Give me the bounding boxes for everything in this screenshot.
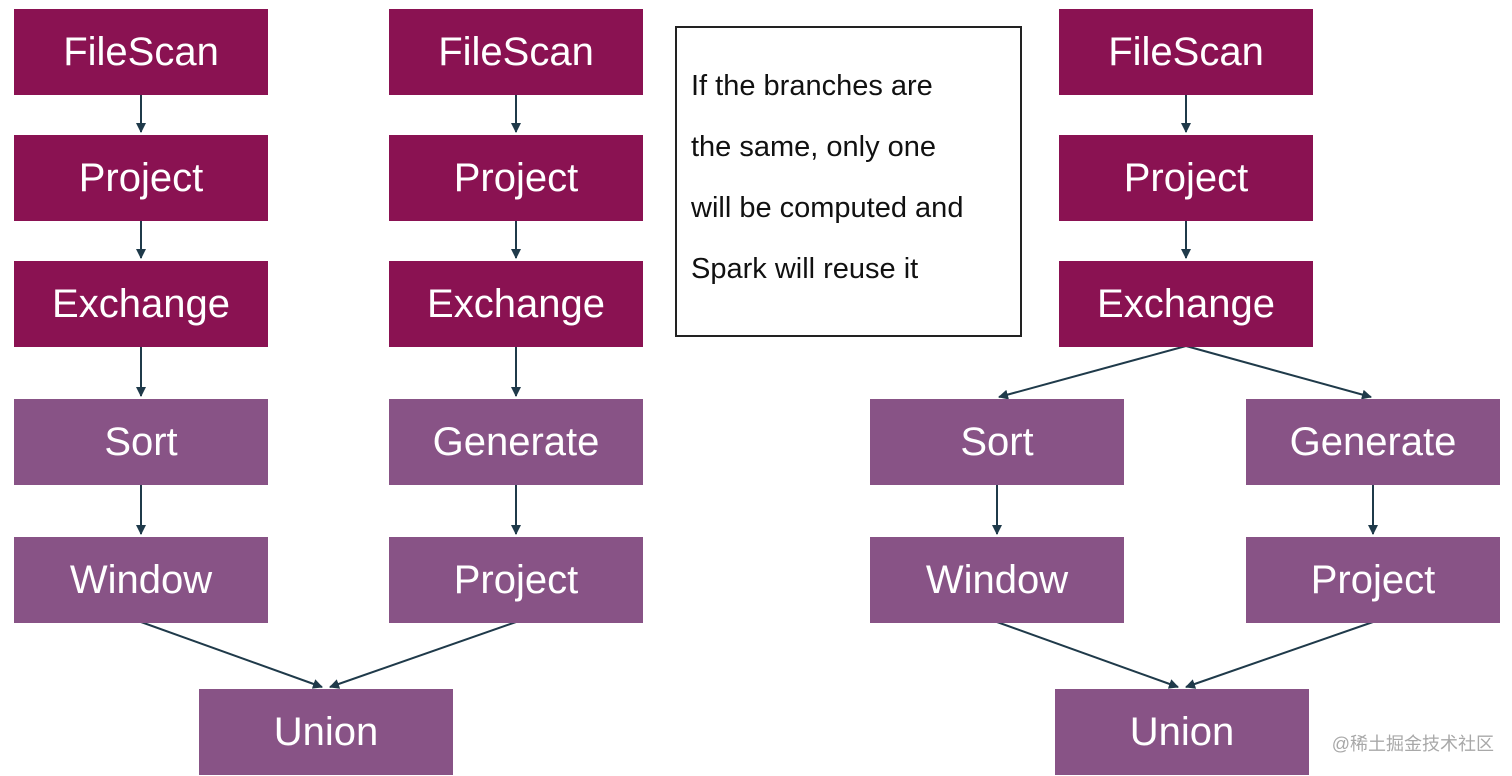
note-line: will be computed and	[691, 192, 964, 224]
right-trunk-exchange-node: Exchange	[1059, 261, 1313, 347]
right-trunk-filescan-node: FileScan	[1059, 9, 1313, 95]
left-branch-a-project-node: Project	[14, 135, 268, 221]
left-branch-a-filescan-node: FileScan	[14, 9, 268, 95]
edge	[996, 621, 1179, 689]
right-branch-b-project-node: Project	[1246, 537, 1500, 623]
left-branch-b-exchange-node: Exchange	[389, 261, 643, 347]
left-branch-b-project-node: Project	[389, 135, 643, 221]
edge	[140, 621, 323, 689]
edge	[1185, 621, 1374, 689]
note-line: If the branches are	[691, 70, 933, 102]
note-line: the same, only one	[691, 131, 937, 163]
edge	[329, 621, 517, 689]
left-branch-b-filescan-node: FileScan	[389, 9, 643, 95]
right-branch-b-generate-node: Generate	[1246, 399, 1500, 485]
watermark: @稀土掘金技术社区	[1331, 734, 1494, 754]
left-branch-b-generate-node: Generate	[389, 399, 643, 485]
note-line: Spark will reuse it	[691, 253, 919, 285]
note-box: If the branches are the same, only one w…	[675, 26, 1022, 337]
left-branch-a-exchange-node: Exchange	[14, 261, 268, 347]
left-branch-b-project-node-2: Project	[389, 537, 643, 623]
right-trunk-project-node: Project	[1059, 135, 1313, 221]
right-branch-a-sort-node: Sort	[870, 399, 1124, 485]
right-branch-a-window-node: Window	[870, 537, 1124, 623]
left-branch-a-window-node: Window	[14, 537, 268, 623]
right-union-node: Union	[1055, 689, 1309, 775]
left-branch-a-sort-node: Sort	[14, 399, 268, 485]
edge	[998, 345, 1187, 400]
edge	[1185, 345, 1372, 400]
left-union-node: Union	[199, 689, 453, 775]
